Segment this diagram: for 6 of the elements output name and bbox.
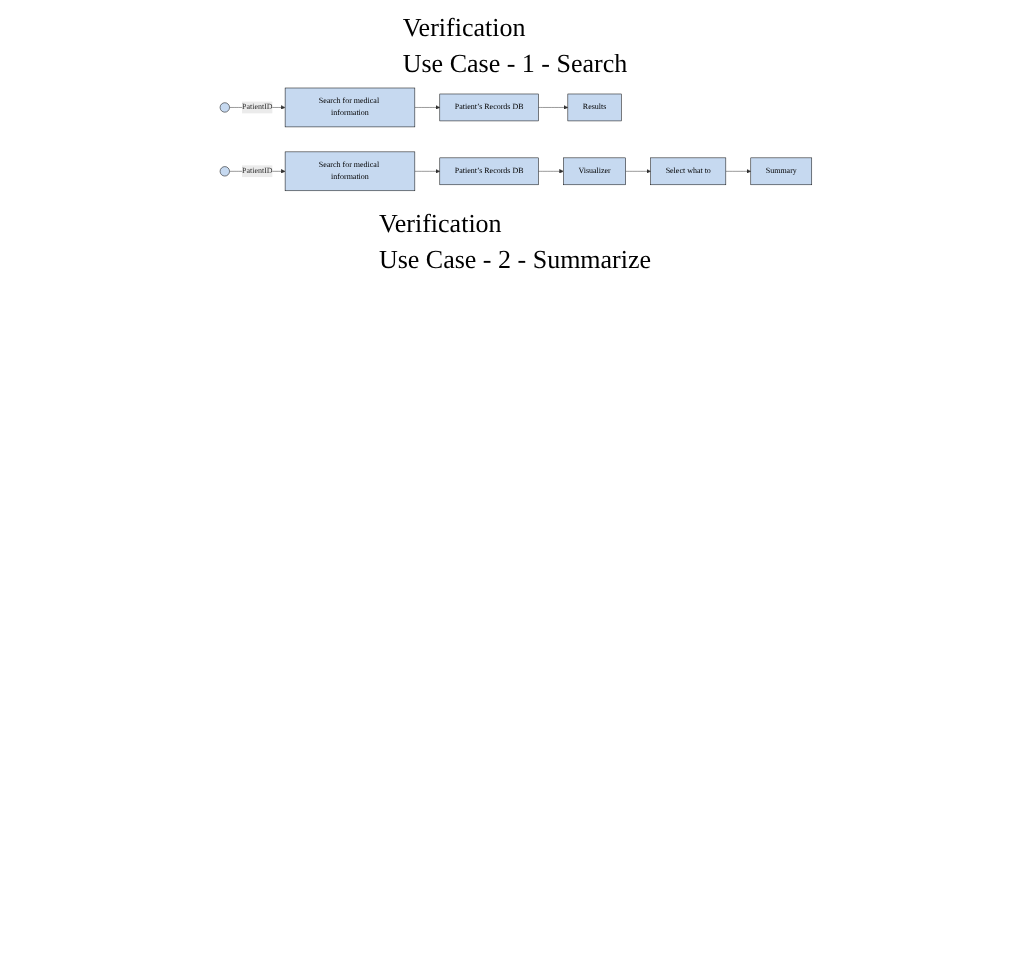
note-text: Verification: [402, 12, 528, 44]
caption-text: Use Case - 2 - Summarize: [378, 244, 652, 277]
node-person: [218, 102, 229, 113]
node-person: [218, 166, 229, 177]
note-text: Verification: [378, 208, 504, 241]
caption-text: Use Case - 1 - Search: [402, 48, 628, 80]
